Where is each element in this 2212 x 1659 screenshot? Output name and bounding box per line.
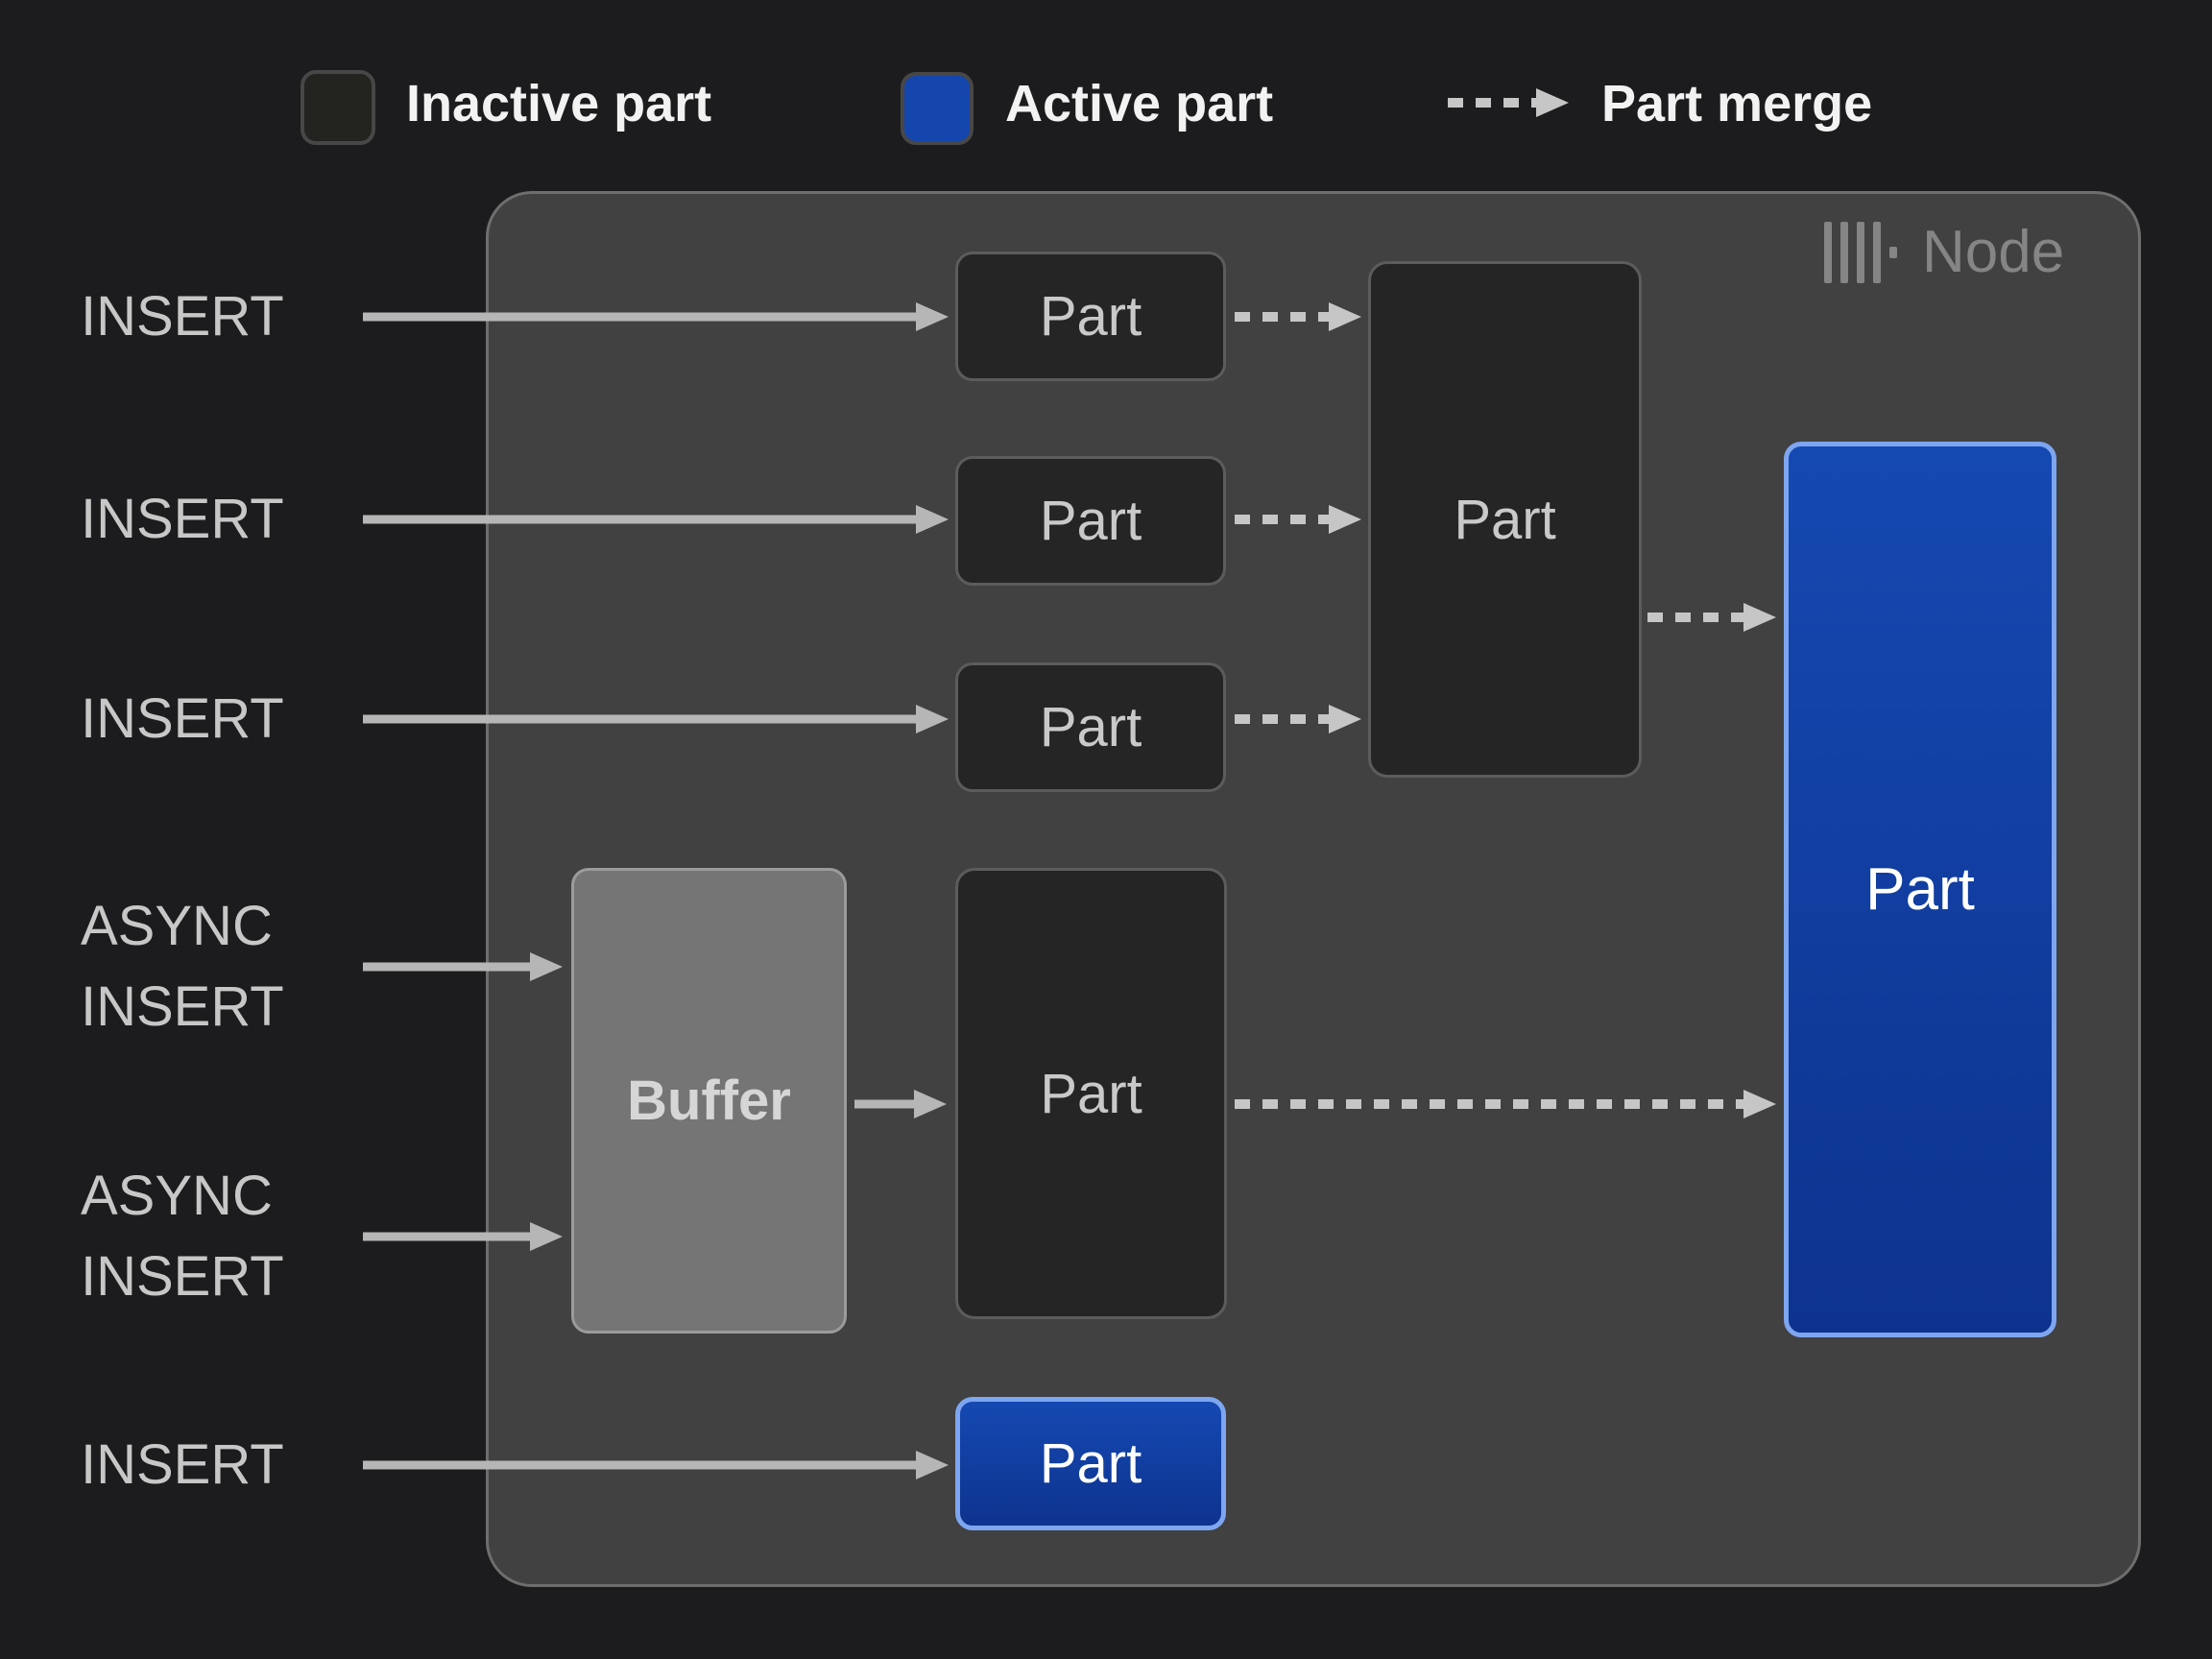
legend-inactive-label: Inactive part <box>406 75 712 132</box>
async-insert-label-1: ASYNC INSERT <box>81 895 284 1038</box>
part-label: Part <box>1039 490 1142 552</box>
insert-label-bottom: INSERT <box>81 1433 284 1496</box>
insert-label-3: INSERT <box>81 687 284 750</box>
insert-label-1: INSERT <box>81 285 284 348</box>
node-title: Node <box>1922 219 2065 285</box>
part-box-inactive-2: Part <box>955 456 1226 586</box>
part-label: Part <box>1865 856 1975 923</box>
part-label: Part <box>1039 285 1142 348</box>
part-label: Part <box>1039 1432 1142 1495</box>
part-box-active-bottom: Part <box>955 1397 1226 1530</box>
part-box-active-main: Part <box>1784 442 2056 1337</box>
legend-merge-label: Part merge <box>1601 75 1873 132</box>
clickhouse-logo-icon <box>1824 222 1897 283</box>
insert-label-2: INSERT <box>81 488 284 550</box>
legend-active-swatch <box>901 72 974 145</box>
async-insert-label-2: ASYNC INSERT <box>81 1165 284 1308</box>
legend-inactive-swatch <box>301 70 375 145</box>
part-box-inactive-1: Part <box>955 252 1226 381</box>
part-label: Part <box>1039 696 1142 758</box>
part-box-merge-target: Part <box>1368 261 1642 778</box>
part-box-inactive-3: Part <box>955 662 1226 792</box>
legend-active-label: Active part <box>1005 75 1274 132</box>
part-label: Part <box>1040 1062 1142 1125</box>
part-label: Part <box>1454 488 1556 551</box>
buffer-label: Buffer <box>627 1070 791 1132</box>
part-box-async-target: Part <box>955 868 1227 1319</box>
buffer-box: Buffer <box>571 868 847 1334</box>
node-header: Node <box>1824 221 2064 284</box>
